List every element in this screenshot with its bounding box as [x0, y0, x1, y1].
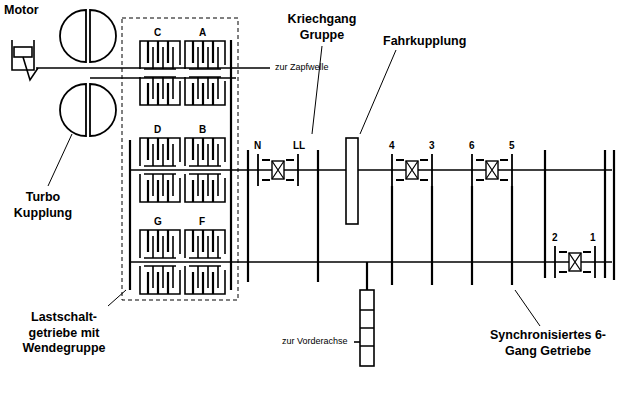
clutch-pack	[185, 41, 225, 105]
piston	[14, 47, 32, 57]
gear-number: 2	[552, 232, 558, 245]
component-label: Lastschalt- getriebe mit Wendegruppe	[14, 310, 114, 357]
clutch-letter: A	[199, 27, 206, 40]
gear	[392, 186, 512, 285]
synchronizer	[258, 154, 298, 186]
synchronizers	[258, 154, 595, 278]
turbine-half	[90, 84, 116, 136]
gear-label: N	[254, 140, 261, 153]
gear	[366, 262, 368, 290]
turbo-coupling	[60, 10, 116, 136]
clutch-pack	[140, 230, 180, 294]
leader-lines	[48, 46, 540, 326]
component-label: Fahrkupplung	[383, 34, 466, 50]
clutch-letter: D	[154, 124, 161, 137]
front-axle-shaft	[354, 341, 360, 343]
synchronizer	[555, 246, 595, 278]
gear-number: 1	[590, 232, 596, 245]
gear-lines	[130, 40, 614, 290]
powershift-housing	[122, 18, 238, 300]
clutch-letter: C	[154, 27, 161, 40]
gear	[545, 150, 614, 280]
gear-number: 3	[429, 140, 435, 153]
leader-line	[360, 50, 396, 134]
gear	[130, 40, 318, 290]
component-label: Kriechgang Gruppe	[277, 12, 367, 43]
synchronizer	[472, 154, 512, 186]
clutch-pack	[185, 138, 225, 202]
synchronizer	[392, 154, 432, 186]
clutch-pack	[140, 41, 180, 105]
clutch-letter: B	[199, 124, 206, 137]
gear-label: LL	[293, 140, 305, 153]
clutch-packs	[140, 41, 225, 294]
cylinder	[12, 40, 34, 70]
pump-half	[60, 10, 86, 62]
component-label: Turbo Kupplung	[8, 190, 78, 221]
front-axle-gear	[360, 290, 374, 366]
gear-number: 5	[509, 140, 515, 153]
component-label: Synchronisiertes 6-Gang Getriebe	[488, 328, 608, 359]
pump-half	[60, 84, 86, 136]
drive-clutch	[346, 138, 358, 224]
gear-number: 6	[469, 140, 475, 153]
leader-line	[515, 290, 540, 326]
crank	[23, 57, 38, 80]
leader-line	[312, 46, 322, 134]
main-shaft	[130, 169, 612, 171]
clutch-pack	[140, 138, 180, 202]
leader-line	[48, 134, 72, 186]
engine-symbol	[12, 40, 38, 80]
clutch-letter: G	[154, 216, 162, 229]
clutch-letter: F	[199, 216, 205, 229]
destination-label: zur Zapfwelle	[275, 62, 329, 73]
gear-plates	[360, 310, 374, 346]
gear-number: 4	[389, 140, 395, 153]
turbine-half	[90, 10, 116, 62]
leader-line	[108, 290, 126, 306]
clutch-pack	[185, 230, 225, 294]
counter-shaft	[130, 261, 612, 263]
gear-pack	[360, 290, 374, 366]
component-label: Motor	[4, 3, 39, 19]
destination-label: zur Vorderachse	[282, 336, 348, 347]
